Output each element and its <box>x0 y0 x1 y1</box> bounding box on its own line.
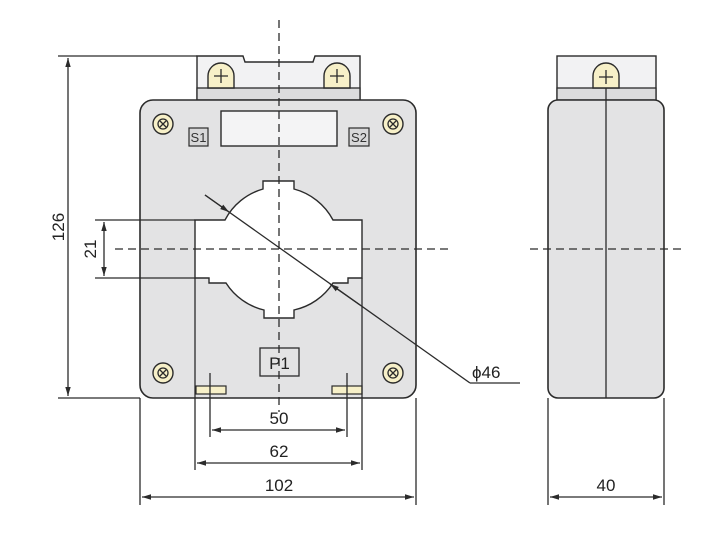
svg-text:ϕ46: ϕ46 <box>472 363 500 382</box>
dimension-depth: 40 <box>547 398 665 505</box>
svg-text:S1: S1 <box>191 130 207 145</box>
side-view <box>530 55 682 399</box>
dimension-slot-height: 21 <box>81 219 195 279</box>
dimension-hole-diameter: ϕ46 <box>204 194 520 384</box>
svg-text:40: 40 <box>597 476 616 495</box>
svg-text:21: 21 <box>81 240 100 259</box>
mounting-screw-icon <box>382 362 404 384</box>
mounting-screw-icon <box>152 362 174 384</box>
terminal-label-s2: S2 <box>348 127 370 147</box>
svg-text:102: 102 <box>265 476 293 495</box>
dimension-overall-width: 102 <box>139 398 417 505</box>
terminal-label-s1: S1 <box>188 127 209 147</box>
svg-text:62: 62 <box>270 442 289 461</box>
dimension-inner-mount-width: 50 <box>209 373 348 437</box>
dimension-height: 126 <box>49 55 197 399</box>
mounting-slot <box>195 385 227 395</box>
svg-text:S2: S2 <box>351 130 367 145</box>
svg-text:50: 50 <box>270 409 289 428</box>
mounting-screw-icon <box>152 113 174 135</box>
front-view: S1 S2 P1 <box>115 20 448 412</box>
dimension-outer-mount-width: 62 <box>194 278 363 470</box>
svg-text:126: 126 <box>49 213 68 241</box>
mounting-screw-icon <box>382 113 404 135</box>
